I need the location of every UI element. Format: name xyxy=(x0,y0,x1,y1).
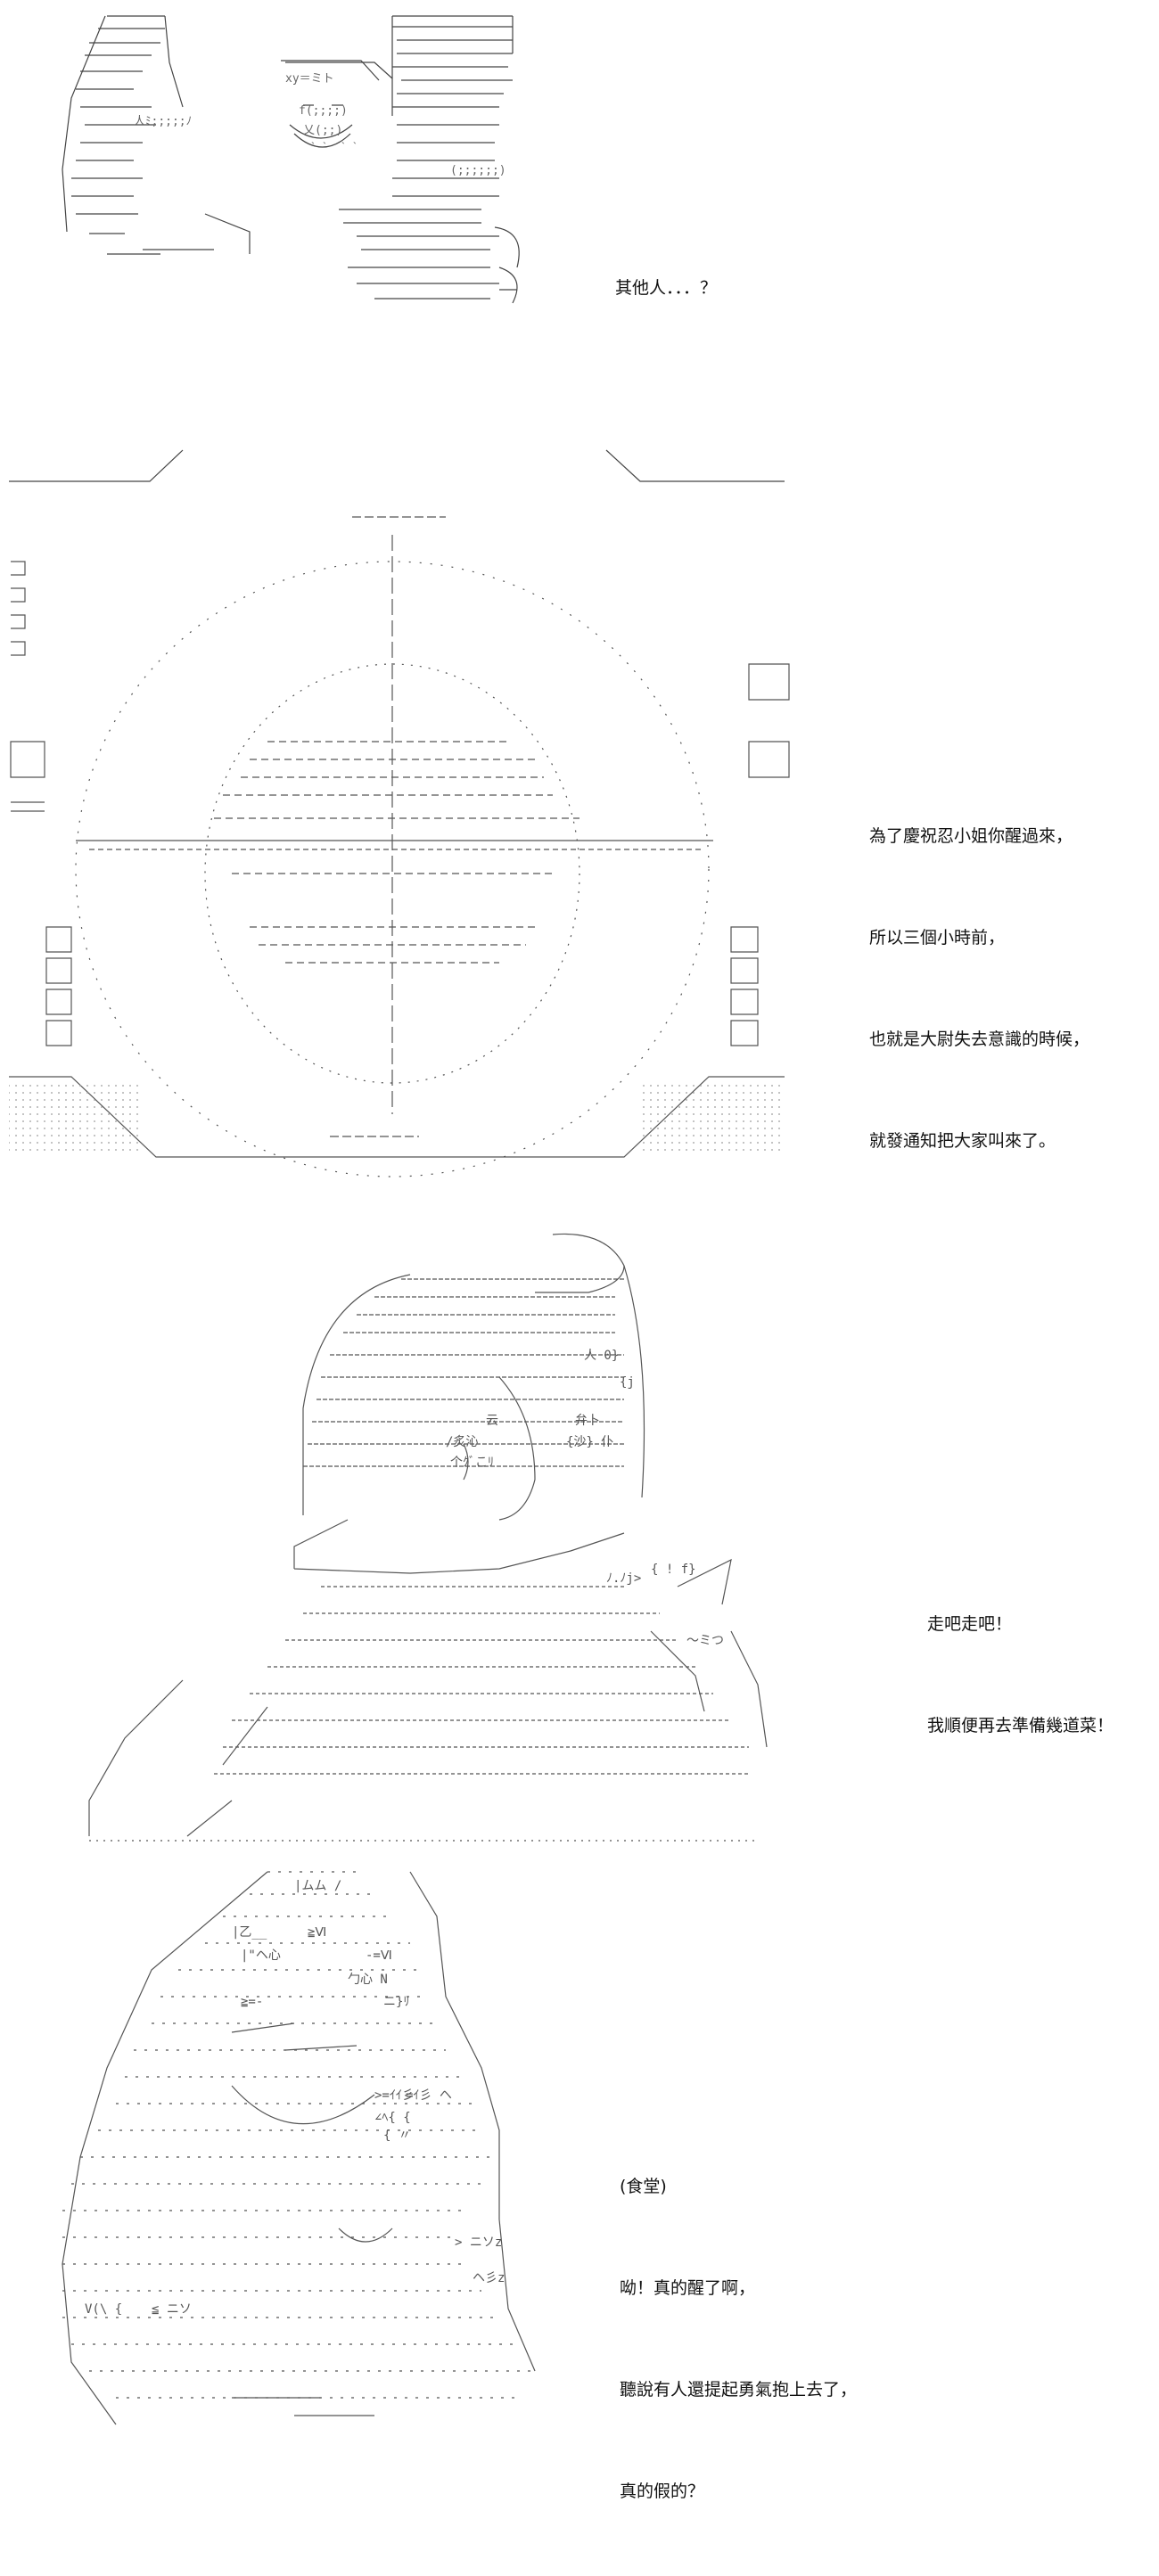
caption-line: 走吧走吧！ xyxy=(927,1614,1013,1634)
caption-line: 其他人．．．？ xyxy=(615,278,718,298)
ascii-glyph: ｀｀ ｀｀ xyxy=(308,142,361,157)
ascii-glyph: ≦ ニソ xyxy=(152,2302,192,2317)
ascii-glyph: 弁卜 xyxy=(575,1414,600,1428)
caption-panel-2: 為了慶祝忍小姐你醒過來， 所以三個小時前， 也就是大尉失去意識的時候， 就發通知… xyxy=(869,751,1089,1226)
ascii-glyph: >=ｲｲ彡 xyxy=(374,2088,415,2103)
ascii-glyph: |乙__ xyxy=(232,1925,267,1940)
ascii-glyph: { ! f} xyxy=(651,1563,696,1577)
ascii-glyph: 〜ミつ xyxy=(686,1634,724,1648)
caption-line: 所以三個小時前， xyxy=(869,928,1006,948)
ascii-glyph: 勹心 N xyxy=(348,1973,388,1987)
ascii-art-panel-4: |ムム / ≧Ⅵ |乙__ -=Ⅵ 勹心 N |"ヘ心 ≧=- ニ}ﾘ =ｲ彡 … xyxy=(62,1871,536,2425)
dotted-floor-left xyxy=(9,1083,143,1154)
caption-line: 就發通知把大家叫來了。 xyxy=(869,1131,1056,1151)
ascii-glyph: {沙} 仆 xyxy=(566,1435,613,1449)
caption-line: 真的假的？ xyxy=(620,2482,705,2501)
panel-3: 云 /炙沁 个ｸﾞこﾘ 弁卜 {沙} 仆 人 0} {j ﾉ.ﾉj> { ! f… xyxy=(0,1212,1159,1854)
ascii-glyph: ≧Ⅵ xyxy=(308,1925,326,1940)
ascii-glyph: (;;;;;;) xyxy=(450,164,506,177)
ascii-glyph: |"ヘ心 xyxy=(241,1948,281,1963)
ascii-glyph: {j xyxy=(620,1375,635,1390)
caption-line: 呦！真的醒了啊， xyxy=(620,2278,756,2298)
ascii-glyph: |ムム / xyxy=(294,1879,341,1893)
dotted-floor-right xyxy=(642,1083,785,1154)
caption-line: 也就是大尉失去意識的時候， xyxy=(869,1030,1090,1049)
ascii-glyph: ﾉ.ﾉj> xyxy=(606,1571,641,1586)
ascii-art-panel-1: xy＝ミト f(;;;;) 乂(;;) 人ﾐ;;;;;ﾉ (;;;;;;) ｀｀… xyxy=(9,15,785,482)
ascii-glyph: -=Ⅵ xyxy=(366,1948,392,1963)
ascii-glyph: > ニソz xyxy=(455,2236,502,2250)
caption-panel-4: (食堂) 呦！真的醒了啊， 聽說有人還提起勇氣抱上去了， 真的假的？ xyxy=(620,2102,857,2576)
ascii-art-panel-3: 云 /炙沁 个ｸﾞこﾘ 弁卜 {沙} 仆 人 0} {j ﾉ.ﾉj> { ! f… xyxy=(88,1233,768,1842)
ascii-glyph: f(;;;;) xyxy=(299,104,348,118)
caption-line: 我順便再去準備幾道菜！ xyxy=(927,1716,1114,1735)
ascii-glyph: =ｲ彡 ヘ xyxy=(406,2088,452,2103)
ascii-glyph: 乂(;;) xyxy=(303,124,342,137)
caption-panel-1: 其他人．．．？ xyxy=(615,203,717,373)
ascii-glyph: 个ｸﾞこﾘ xyxy=(450,1456,494,1470)
ascii-glyph: { 〃 xyxy=(383,2129,411,2143)
caption-line: 聽說有人還提起勇氣抱上去了， xyxy=(620,2380,858,2400)
ascii-glyph: xy＝ミト xyxy=(285,72,334,86)
panel-1: xy＝ミト f(;;;;) 乂(;;) 人ﾐ;;;;;ﾉ (;;;;;;) ｀｀… xyxy=(0,0,1159,490)
ascii-glyph: V(\ { xyxy=(85,2302,122,2317)
ascii-glyph: ヘ彡z xyxy=(473,2271,505,2285)
ascii-glyph: 云 xyxy=(486,1414,498,1428)
ascii-glyph: 人 0} xyxy=(584,1349,619,1363)
ascii-glyph: ≧=- xyxy=(241,1995,263,2009)
caption-line: (食堂) xyxy=(620,2177,667,2196)
panel-4: |ムム / ≧Ⅵ |乙__ -=Ⅵ 勹心 N |"ヘ心 ≧=- ニ}ﾘ =ｲ彡 … xyxy=(0,1863,1159,2501)
ascii-glyph: ニ}ﾘ xyxy=(383,1995,409,2009)
caption-panel-3: 走吧走吧！ 我順便再去準備幾道菜！ xyxy=(927,1539,1114,1810)
panel-2: 為了慶祝忍小姐你醒過來， 所以三個小時前， 也就是大尉失去意識的時候， 就發通知… xyxy=(0,499,1159,1194)
ascii-glyph: 人ﾐ;;;;;ﾉ xyxy=(134,115,192,128)
ascii-glyph: ∠ﾍ{ { xyxy=(374,2111,411,2125)
caption-line: 為了慶祝忍小姐你醒過來， xyxy=(869,826,1073,846)
ascii-glyph: /炙沁 xyxy=(446,1435,478,1449)
ascii-art-panel-2 xyxy=(9,516,790,1177)
